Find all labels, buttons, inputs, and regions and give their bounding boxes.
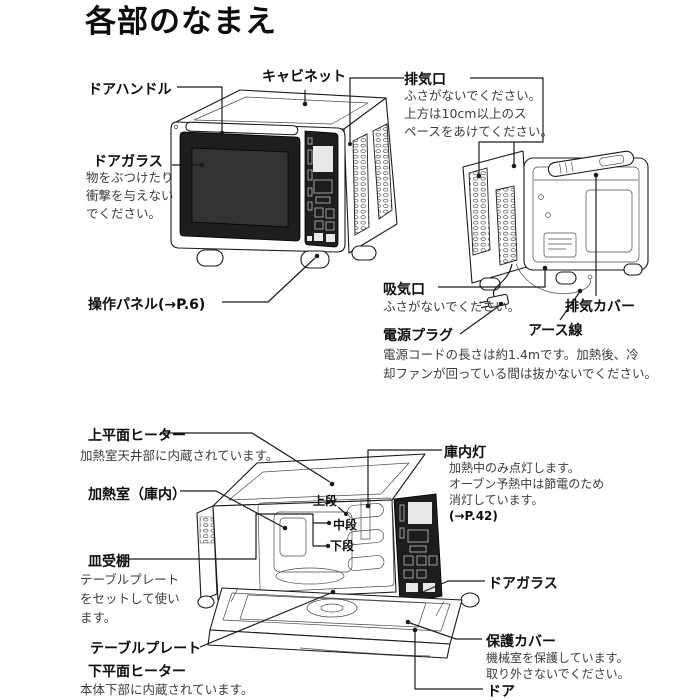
label-lower-heater: 下平面ヒーター <box>88 664 186 680</box>
oven-front-view <box>170 89 398 269</box>
desc-lower-heater: 本体下部に内蔵されています。 <box>80 682 254 697</box>
desc-interior-light: 加熱中のみ点灯します。 オーブン予熱中は節電のため 消灯しています。 (→P.4… <box>449 461 605 523</box>
label-power-plug: 電源プラグ <box>383 328 453 344</box>
leader-lines <box>128 77 599 690</box>
label-earth-wire: アース線 <box>528 323 583 339</box>
shelf-rails <box>347 503 385 571</box>
label-door-glass: ドアガラス <box>93 154 163 170</box>
label-door-glass-open: ドアガラス <box>488 576 558 592</box>
desc-intake-vent: ふさがないでください。 <box>383 299 521 314</box>
desc-exhaust-vent: ふさがないでください。 上方は10cm以上のス ペースをあけてください。 <box>404 88 554 139</box>
label-interior-light: 庫内灯 <box>444 445 486 461</box>
control-panel-open <box>393 493 443 605</box>
label-cabinet: キャビネット <box>262 69 346 85</box>
label-heating-chamber: 加熱室（庫内） <box>88 487 186 503</box>
label-exhaust-vent: 排気口 <box>404 72 446 88</box>
label-control-panel: 操作パネル(→P.6) <box>88 297 206 313</box>
oven-rear-view <box>462 150 649 309</box>
open-door <box>207 587 463 659</box>
side-vents <box>199 516 215 544</box>
label-upper-heater: 上平面ヒーター <box>88 428 186 444</box>
label-exhaust-cover: 排気カバー <box>565 299 635 315</box>
oven-open-view <box>196 453 480 659</box>
door-handle-bar <box>185 121 299 136</box>
label-level-middle: 中段 <box>333 518 358 532</box>
label-rack-shelf: 皿受棚 <box>88 554 130 570</box>
label-protective-cover: 保護カバー <box>486 634 556 650</box>
power-cord <box>492 263 513 297</box>
desc-rack-shelf: テーブルプレート をセットして使い ます。 <box>80 572 180 625</box>
label-level-lower: 下段 <box>330 539 355 553</box>
desc-door-glass: 物をぶつけたり 衝撃を与えない でください。 <box>86 170 174 221</box>
label-intake-vent: 吸気口 <box>383 282 425 298</box>
page-title: 各部のなまえ <box>85 4 277 40</box>
label-door-handle: ドアハンドル <box>88 82 172 98</box>
label-door: ドア <box>487 684 515 700</box>
desc-power-plug: 電源コードの長さは約1.4mです。加熱後、冷 却ファンが回っている間は抜かないで… <box>383 347 658 381</box>
label-level-upper: 上段 <box>313 494 338 508</box>
exhaust-cover-bar <box>547 150 635 178</box>
control-panel-front <box>304 130 339 248</box>
desc-upper-heater: 加熱室天井部に内蔵されています。 <box>80 448 279 463</box>
desc-protective-cover: 機械室を保護しています。 取り外さないでください。 <box>486 651 630 681</box>
label-table-plate: テーブルプレート <box>90 641 202 657</box>
